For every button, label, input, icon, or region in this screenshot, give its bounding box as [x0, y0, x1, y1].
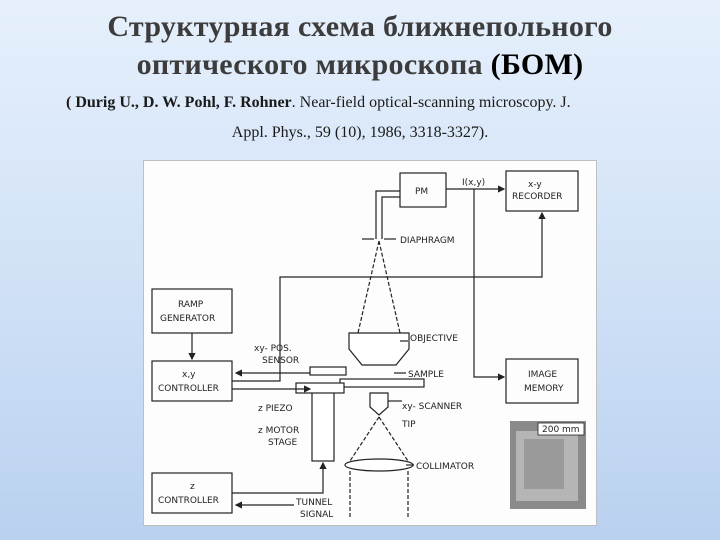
z-controller-label-2: CONTROLLER [158, 496, 219, 506]
title-line-2: оптического микроскопа (БОМ) [0, 46, 720, 84]
recorder-label-2: RECORDER [512, 192, 562, 202]
image-memory-label-2: MEMORY [524, 384, 564, 394]
sensor-label-1: xy- POS. [254, 344, 292, 354]
tunnel-label-1: TUNNEL [295, 498, 332, 508]
recorder-box [505, 170, 579, 212]
diagram-svg: PM I(x,y) x-y RECORDER DIAPHRAGM RAMP GE… [151, 170, 586, 520]
sample-label: SAMPLE [408, 370, 444, 380]
collimator-label: COLLIMATOR [416, 462, 474, 472]
sensor-label-2: SENSOR [262, 356, 299, 366]
title-line-2-text: оптического микроскопа [136, 48, 483, 81]
xy-controller-label-2: CONTROLLER [158, 384, 219, 394]
image-memory-label-1: IMAGE [528, 370, 557, 380]
xy-controller-box [151, 360, 233, 402]
ramp-generator-box [151, 288, 233, 334]
ramp-label-1: RAMP [178, 300, 204, 310]
image-memory-box [505, 358, 579, 404]
reference-line-1: ( Durig U., D. W. Pohl, F. Rohner. Near-… [0, 88, 720, 118]
diaphragm-label: DIAPHRAGM [400, 236, 455, 246]
tunnel-label-2: SIGNAL [300, 510, 333, 520]
slide-title: Структурная схема ближнепольного оптичес… [0, 8, 720, 84]
reference-line-2: Appl. Phys., 59 (10), 1986, 3318-3327). [231, 124, 489, 141]
recorder-label-1: x-y [528, 180, 542, 190]
scanner-label: xy- SCANNER [402, 402, 462, 412]
signal-label: I(x,y) [462, 178, 485, 188]
zpiezo-label: z PIEZO [258, 404, 293, 414]
reference-authors: ( Durig U., D. W. Pohl, F. Rohner [66, 94, 292, 111]
scale-bar-label: 200 mm [542, 425, 580, 435]
ramp-label-2: GENERATOR [160, 314, 215, 324]
zmotor-label-2: STAGE [268, 438, 297, 448]
reference-citation: ( Durig U., D. W. Pohl, F. Rohner. Near-… [0, 88, 720, 148]
reference-line-1-rest: . Near-field optical-scanning microscopy… [291, 94, 571, 111]
title-line-1: Структурная схема ближнепольного [107, 10, 613, 43]
pm-box [399, 172, 447, 208]
z-controller-label-1: z [190, 482, 195, 492]
zmotor-label-1: z MOTOR [258, 426, 299, 436]
xy-controller-label-1: x,y [182, 370, 196, 380]
nsom-block-diagram: PM I(x,y) x-y RECORDER DIAPHRAGM RAMP GE… [143, 160, 597, 526]
title-abbreviation: (БОМ) [490, 48, 584, 81]
tip-label: TIP [401, 420, 416, 430]
objective-label: OBJECTIVE [410, 334, 458, 344]
pm-label: PM [415, 187, 428, 197]
z-controller-box [151, 472, 233, 514]
